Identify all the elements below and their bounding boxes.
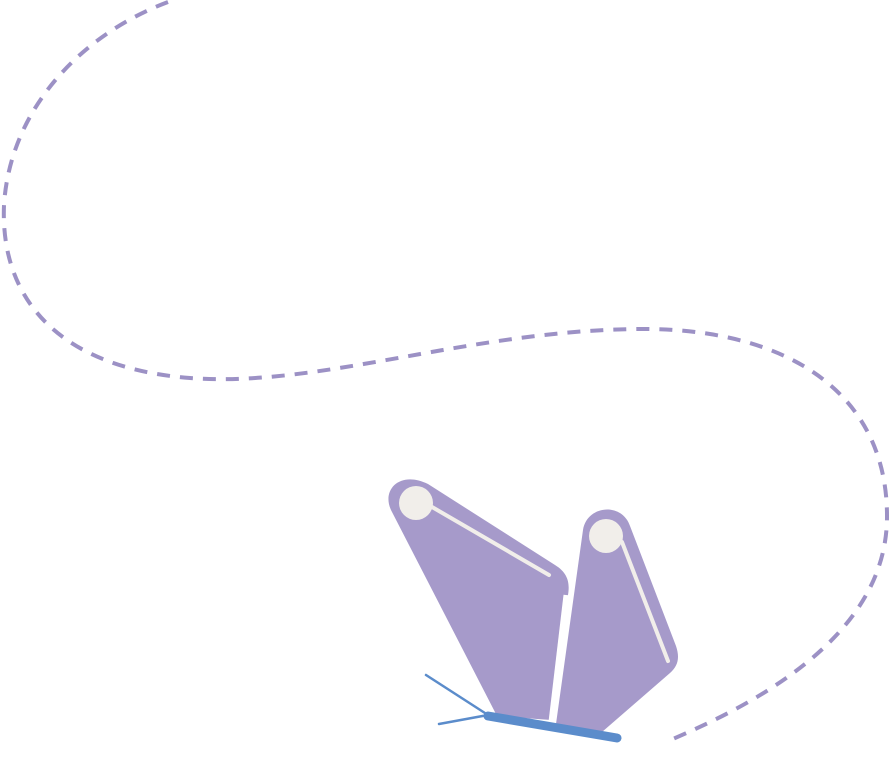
- right-wing: [556, 509, 678, 732]
- wing-divider: [548, 594, 569, 723]
- flight-path: [1, 0, 890, 743]
- butterfly-body: [483, 711, 622, 743]
- right-wing-spot: [589, 519, 623, 553]
- left-wing-spot: [399, 486, 433, 520]
- left-wing: [388, 479, 569, 720]
- antennae: [424, 673, 490, 726]
